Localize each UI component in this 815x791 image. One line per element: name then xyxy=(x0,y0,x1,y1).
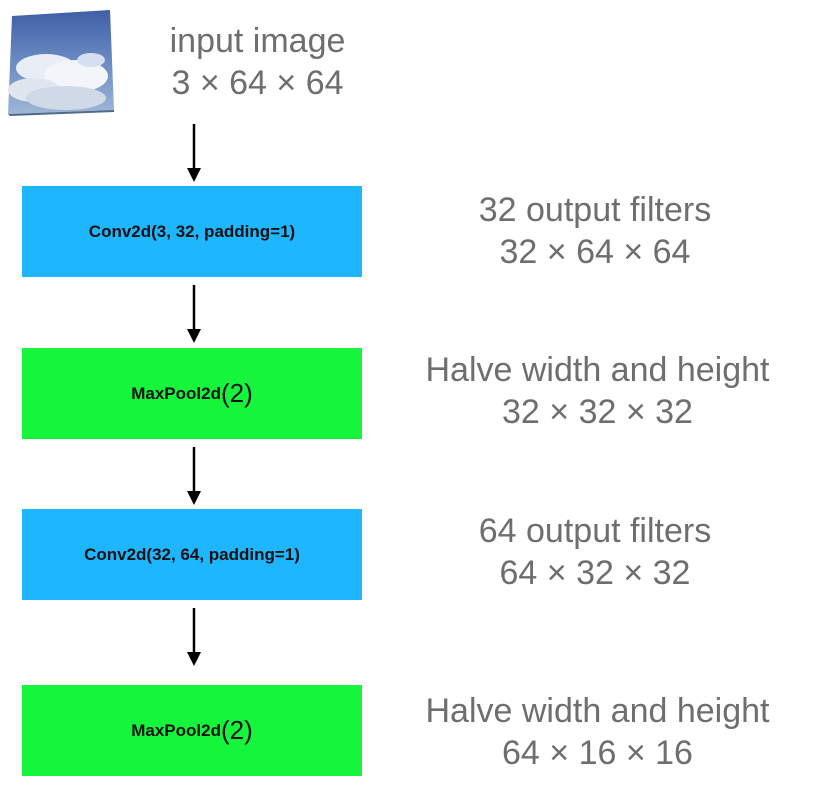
down-arrow-icon xyxy=(186,608,202,666)
conv-layer-2-desc: 64 output filters xyxy=(478,512,712,550)
conv-layer-1-shape: 32 × 64 × 64 xyxy=(499,233,691,271)
conv-layer-2: Conv2d(32, 64, padding=1) xyxy=(22,509,362,600)
down-arrow-icon xyxy=(186,285,202,343)
conv-layer-1-label: Conv2d(3, 32, padding=1) xyxy=(88,221,296,241)
input-image-thumbnail xyxy=(6,6,116,116)
maxpool-layer-1-desc: Halve width and height xyxy=(425,351,770,389)
conv-layer-1-description: 32 output filters 32 × 64 × 64 xyxy=(400,189,790,273)
maxpool-layer-1-shape: 32 × 32 × 32 xyxy=(502,393,693,431)
down-arrow-icon xyxy=(186,124,202,182)
maxpool-layer-1-description: Halve width and height 32 × 32 × 32 xyxy=(390,349,805,433)
maxpool-layer-1: MaxPool2d(2) xyxy=(22,348,362,439)
maxpool-layer-2: MaxPool2d(2) xyxy=(22,685,362,776)
conv-layer-2-shape: 64 × 32 × 32 xyxy=(499,554,691,592)
maxpool-layer-2-shape: 64 × 16 × 16 xyxy=(502,734,693,772)
maxpool-layer-1-arg: (2) xyxy=(220,378,253,408)
maxpool-layer-1-label: MaxPool2d xyxy=(131,383,221,403)
down-arrow-icon xyxy=(186,447,202,505)
conv-layer-1-desc: 32 output filters xyxy=(478,191,712,229)
conv-layer-2-description: 64 output filters 64 × 32 × 32 xyxy=(400,510,790,594)
conv-layer-1: Conv2d(3, 32, padding=1) xyxy=(22,186,362,277)
input-label-shape: 3 × 64 × 64 xyxy=(171,64,344,102)
maxpool-layer-2-description: Halve width and height 64 × 16 × 16 xyxy=(390,690,805,774)
maxpool-layer-2-arg: (2) xyxy=(220,715,253,745)
input-label-title: input image xyxy=(169,22,346,60)
maxpool-layer-2-desc: Halve width and height xyxy=(425,692,770,730)
input-image-label: input image 3 × 64 × 64 xyxy=(150,20,365,104)
maxpool-layer-2-label: MaxPool2d xyxy=(131,720,221,740)
conv-layer-2-label: Conv2d(32, 64, padding=1) xyxy=(84,544,300,564)
